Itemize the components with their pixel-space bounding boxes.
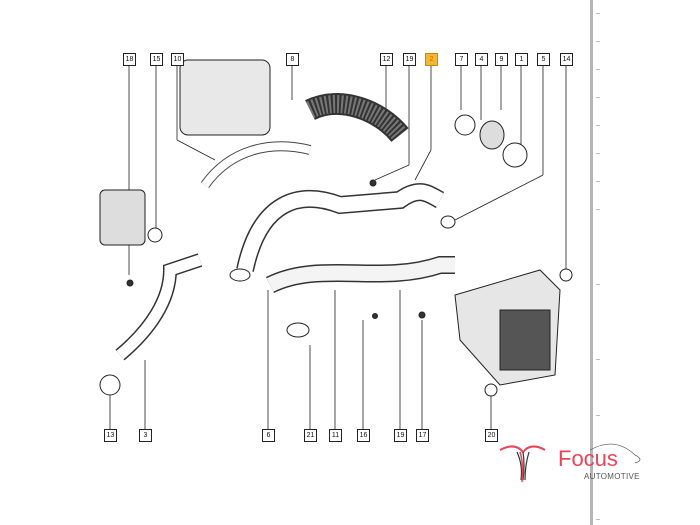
callout-6[interactable]: 6 [262, 429, 275, 442]
callout-18[interactable]: 18 [123, 53, 136, 66]
callout-19-bottom[interactable]: 19 [394, 429, 407, 442]
callout-11[interactable]: 11 [329, 429, 342, 442]
clamp-7 [454, 114, 476, 136]
grommet-20 [484, 383, 498, 397]
callout-19[interactable]: 19 [403, 53, 416, 66]
ruler-tick [596, 41, 600, 42]
leader-lines [109, 64, 567, 430]
seal-15 [147, 227, 163, 243]
callout-2-selected[interactable]: 2 [425, 53, 438, 66]
callout-21[interactable]: 21 [304, 429, 317, 442]
callout-17[interactable]: 17 [416, 429, 429, 442]
callout-14[interactable]: 14 [560, 53, 573, 66]
ruler-tick [596, 209, 600, 210]
callout-15[interactable]: 15 [150, 53, 163, 66]
parts [99, 59, 573, 397]
seal-1 [502, 142, 528, 168]
logo-subtitle: AUTOMOTIVE [584, 472, 640, 481]
grommet-14 [559, 268, 573, 282]
seal-21 [286, 322, 310, 338]
seal [229, 268, 251, 282]
ruler-tick [596, 13, 600, 14]
seal-5 [440, 215, 456, 229]
callout-16[interactable]: 16 [357, 429, 370, 442]
ruler-tick [596, 415, 600, 416]
callout-4[interactable]: 4 [475, 53, 488, 66]
turbocharger [179, 59, 271, 136]
callout-3[interactable]: 3 [139, 429, 152, 442]
callout-9[interactable]: 9 [495, 53, 508, 66]
focus-logo-emblem-icon [499, 443, 641, 483]
callout-8[interactable]: 8 [286, 53, 299, 66]
callout-1[interactable]: 1 [515, 53, 528, 66]
ruler-tick [596, 359, 600, 360]
ruler-tick [596, 97, 600, 98]
clip-17 [418, 311, 426, 319]
callout-13[interactable]: 13 [104, 429, 117, 442]
callout-10[interactable]: 10 [171, 53, 184, 66]
ruler-tick [596, 153, 600, 154]
ruler-tick [596, 284, 600, 285]
bolt-19 [369, 179, 377, 187]
page-edge-divider [590, 0, 593, 525]
egr-valve [99, 189, 146, 246]
ruler-tick [596, 519, 600, 520]
callout-5[interactable]: 5 [537, 53, 550, 66]
callout-12[interactable]: 12 [380, 53, 393, 66]
callout-20[interactable]: 20 [485, 429, 498, 442]
ruler-tick [596, 125, 600, 126]
intercooler-fins [499, 309, 551, 371]
seal-13 [99, 374, 121, 396]
logo-name: Focus [558, 446, 618, 471]
callout-7[interactable]: 7 [455, 53, 468, 66]
bolt-18 [126, 279, 134, 287]
ruler-tick [596, 181, 600, 182]
ruler-tick [596, 69, 600, 70]
nut-16 [372, 313, 378, 319]
sensor-4 [479, 120, 505, 150]
